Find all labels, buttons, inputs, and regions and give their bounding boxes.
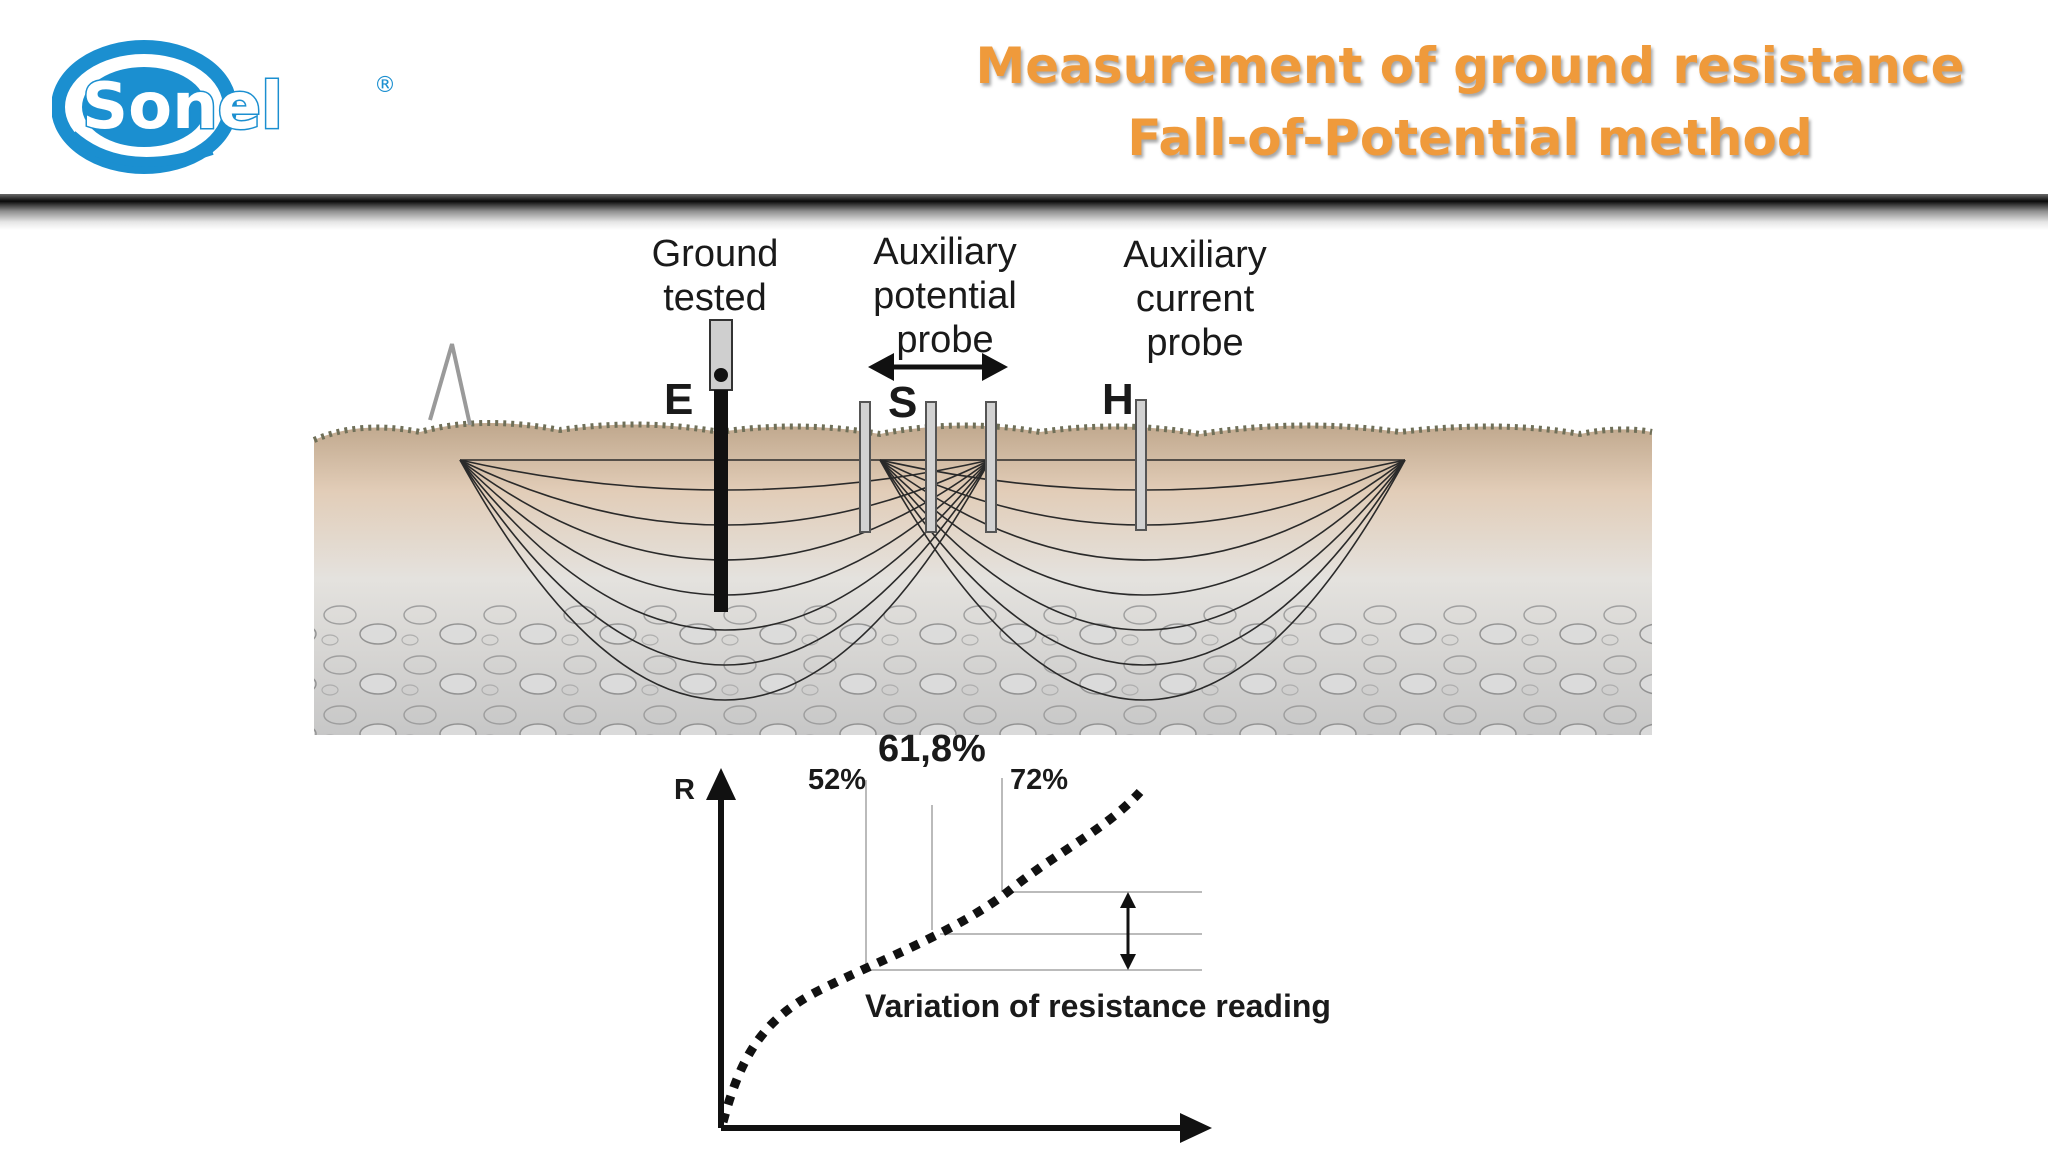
label-ground-tested: Ground tested [651, 233, 779, 319]
label-auxiliary-current-probe: Auxiliary current probe [1123, 234, 1267, 364]
reading-range-lines [866, 891, 1202, 971]
slide-title: Measurement of ground resistance Fall-of… [960, 30, 1980, 174]
logo-wordmark: Sonel [82, 70, 283, 144]
label-52-percent: 52% [808, 764, 867, 796]
x-axis-arrow [1180, 1113, 1212, 1143]
title-line-2: Fall-of-Potential method [1127, 109, 1813, 167]
label-72-percent: 72% [1010, 764, 1069, 796]
label-auxiliary-potential-probe: Auxiliary potential probe [873, 231, 1017, 361]
probe-range-double-arrow [868, 353, 1008, 381]
variation-arrow [1120, 892, 1136, 970]
letter-e: E [664, 375, 694, 424]
percent-marker-lines [865, 778, 1003, 968]
sonel-logo: Sonel ® [52, 40, 396, 174]
chart-axes [706, 768, 1212, 1143]
y-axis-arrow [706, 768, 736, 800]
logo-registered-mark: ® [374, 73, 396, 98]
potential-probe-positions [859, 401, 997, 533]
resistance-curve [718, 788, 1144, 1124]
variation-annotation: Variation of resistance reading [865, 988, 1331, 1024]
letter-h: H [1102, 375, 1134, 424]
soil-cross-section [312, 343, 1653, 735]
title-line-1: Measurement of ground resistance [975, 37, 1965, 95]
ground-electrode [709, 319, 733, 612]
letter-s: S [888, 378, 918, 427]
current-probe [1135, 399, 1147, 531]
label-61-8-percent: 61,8% [878, 728, 986, 770]
header-divider [0, 194, 2048, 230]
y-axis-label: R [674, 774, 695, 806]
fall-of-potential-diagram [312, 319, 1653, 1143]
